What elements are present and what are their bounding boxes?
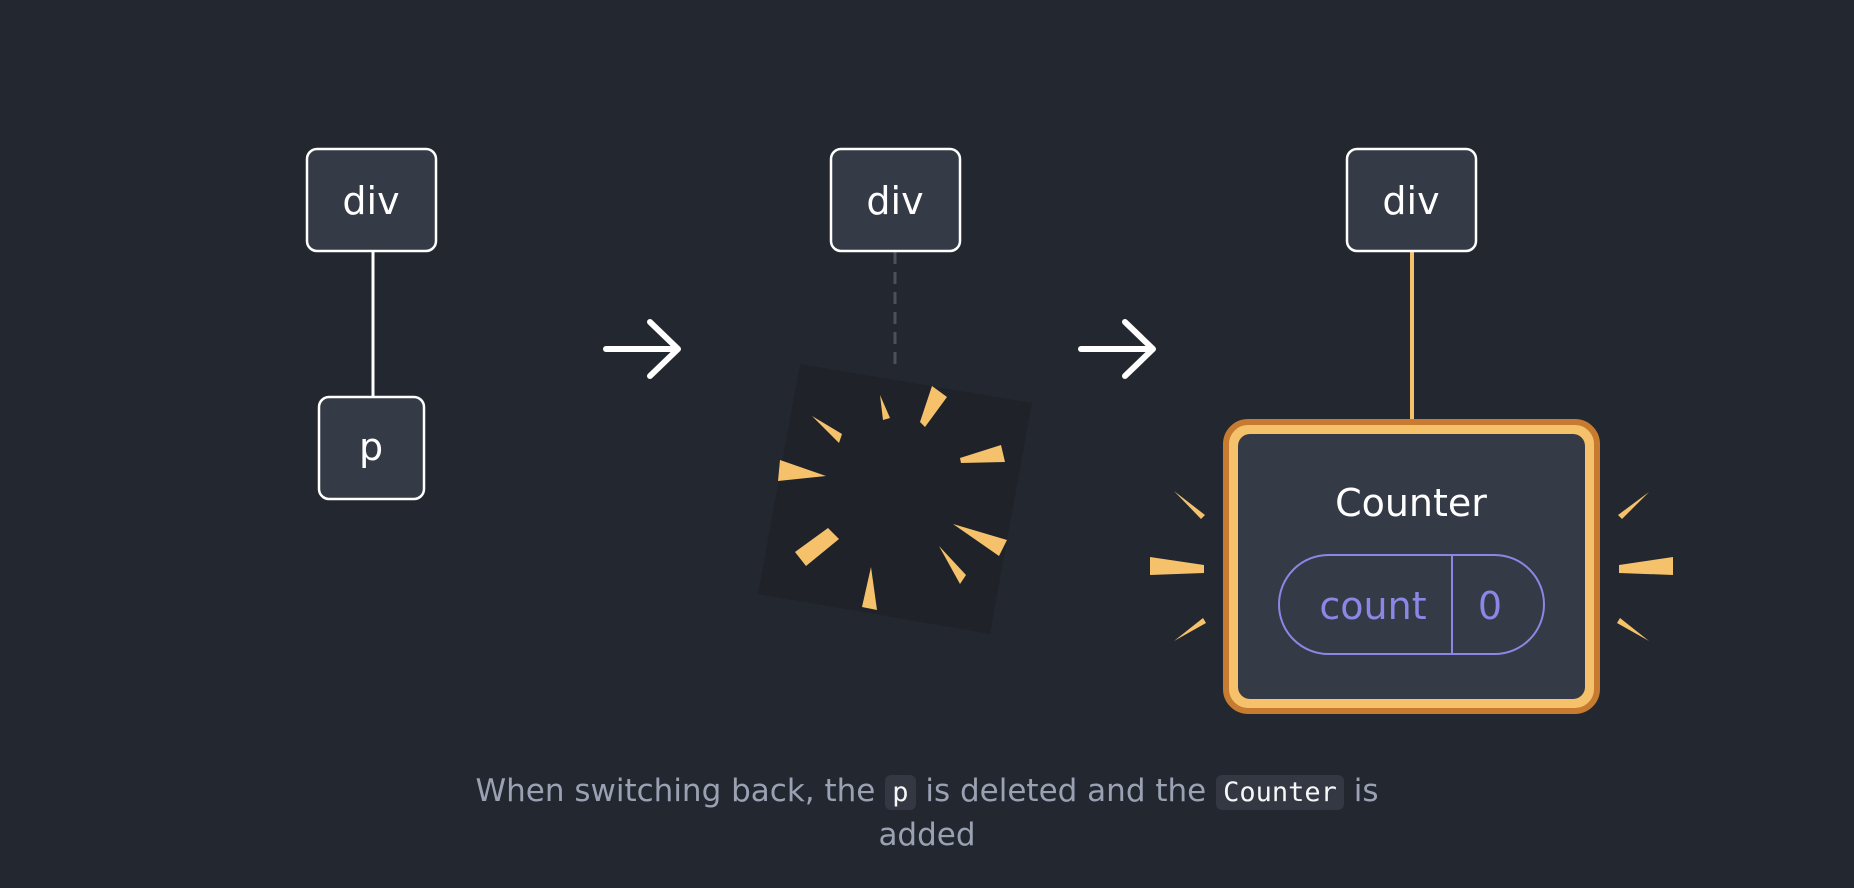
caption-code-counter: Counter <box>1216 775 1344 810</box>
step1-tree: div p <box>305 147 438 501</box>
step3-tree: div Counter count 0 <box>1150 147 1673 714</box>
caption-code-p: p <box>885 775 916 810</box>
sparkle-left-icon <box>1150 491 1206 641</box>
state-value: 0 <box>1478 584 1502 628</box>
deleted-node-shadow <box>758 364 1032 634</box>
step1-div-label: div <box>342 179 399 223</box>
step3-div-label: div <box>1382 179 1439 223</box>
counter-component-node: Counter count 0 <box>1223 419 1600 714</box>
state-name: count <box>1319 584 1426 628</box>
step2-tree: div <box>758 147 1032 634</box>
step1-div-node: div <box>305 147 438 253</box>
sparkle-right-icon <box>1617 492 1673 641</box>
step2-div-node: div <box>829 147 962 253</box>
caption-text-before: When switching back, the <box>475 773 876 809</box>
arrow-right-icon <box>1078 319 1156 379</box>
caption-text-after: is added <box>878 773 1379 853</box>
deletion-burst-icon <box>778 386 1007 610</box>
state-pill: count 0 <box>1278 554 1545 655</box>
step3-div-node: div <box>1345 147 1478 253</box>
counter-component-label: Counter <box>1335 481 1487 525</box>
step2-div-label: div <box>866 179 923 223</box>
diagram-caption: When switching back, the p is deleted an… <box>427 770 1427 856</box>
arrow-right-icon <box>603 319 681 379</box>
step1-p-node: p <box>317 395 426 501</box>
step1-p-label: p <box>359 425 383 469</box>
caption-text-middle: is deleted and the <box>925 773 1207 809</box>
